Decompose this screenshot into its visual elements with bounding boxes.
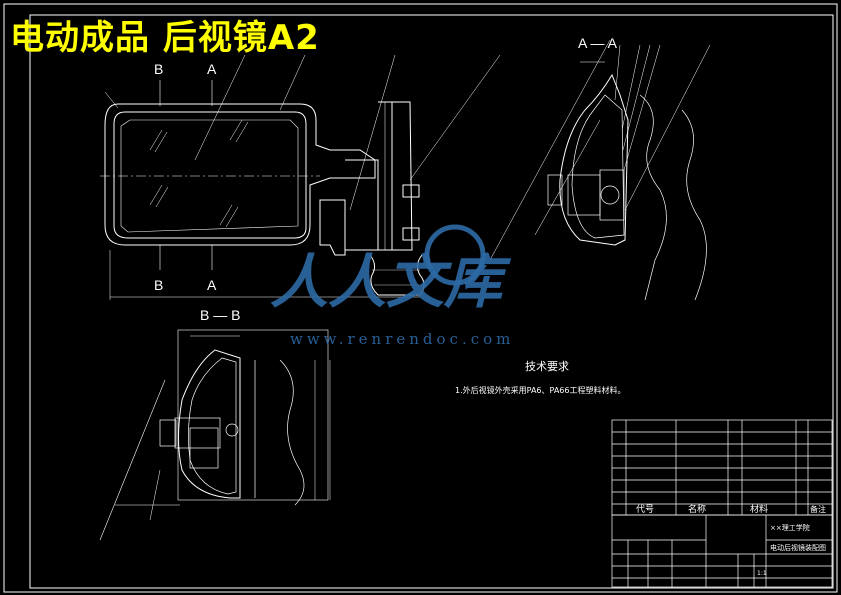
bom-header-material: 材料 <box>750 503 768 515</box>
watermark-url: www.renrendoc.com <box>290 330 514 348</box>
notes-item-1: 1.外后视镜外壳采用PA6、PA66工程塑料材料。 <box>455 385 625 395</box>
label-b-top: B <box>154 61 163 77</box>
title-block-scale: 1:1 <box>757 570 767 577</box>
bom-header-name: 名称 <box>688 503 706 515</box>
title-block-school: ××理工学院 <box>770 523 810 532</box>
watermark-text: 人人文库 <box>270 248 512 316</box>
label-section-bb: B — B <box>200 307 240 323</box>
label-b-bottom: B <box>154 277 163 293</box>
main-view <box>100 54 501 300</box>
section-bb-view <box>99 329 331 541</box>
notes-heading: 技术要求 <box>525 360 569 373</box>
label-a-top: A <box>207 61 217 77</box>
bom-header-remark: 备注 <box>810 504 826 514</box>
label-section-aa: A — A <box>578 35 618 51</box>
drawing-frame <box>3 3 838 593</box>
title-block-drawing-name: 电动后视镜装配图 <box>770 543 826 552</box>
watermark: 人人文库 www.renrendoc.com <box>270 224 514 348</box>
section-aa-view <box>489 39 711 301</box>
bom-header-code: 代号 <box>636 504 654 515</box>
label-a-bottom: A <box>207 277 217 293</box>
inner-frame <box>29 14 834 589</box>
page-title: 电动成品 后视镜A2 <box>10 18 320 58</box>
title-block <box>611 419 833 588</box>
